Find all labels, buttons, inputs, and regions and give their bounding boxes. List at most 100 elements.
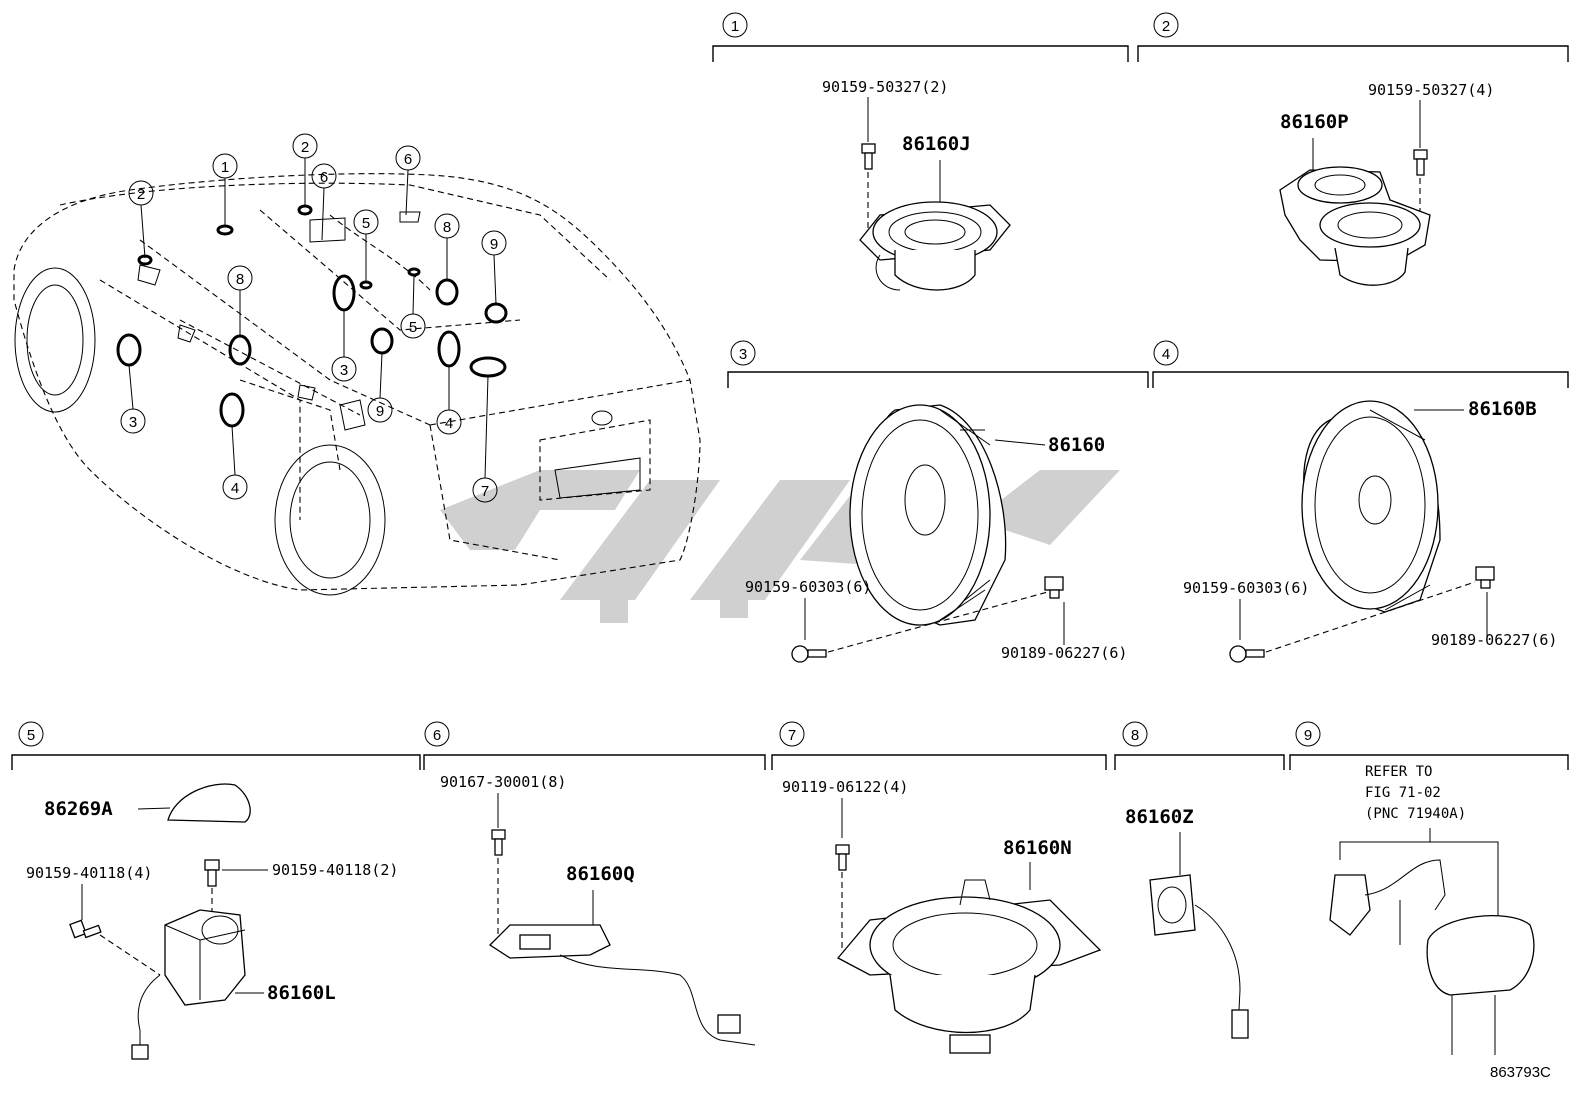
- svg-text:8: 8: [443, 219, 451, 236]
- part-number-screw-a: 90159-40118(4): [26, 864, 152, 882]
- section-2: 2 90159-50327(4) 86160P: [1137, 12, 1569, 286]
- svg-text:7: 7: [481, 483, 489, 500]
- part-number-speaker: 86160Q: [566, 863, 635, 885]
- watermark-logo: [440, 470, 1120, 623]
- screw-icon: [1229, 645, 1265, 663]
- svg-text:2: 2: [137, 186, 145, 203]
- part-number-screw: 90159-60303(6): [745, 578, 871, 596]
- section-number-badge: [722, 12, 748, 38]
- svg-text:5: 5: [27, 727, 35, 744]
- part-number-screw: 90159-50327(4): [1368, 81, 1494, 99]
- speaker-86160n-drawing: [836, 879, 1102, 1054]
- part-number-screw: 90159-50327(2): [822, 78, 948, 96]
- svg-text:1: 1: [731, 18, 739, 35]
- car-callout: 8: [434, 213, 460, 239]
- car-callout: 2: [292, 133, 318, 159]
- screw-icon: [204, 859, 220, 887]
- svg-text:4: 4: [1162, 346, 1170, 363]
- car-callout: 2: [128, 180, 154, 206]
- car-callout: 3: [120, 408, 146, 434]
- screw-icon: [1413, 149, 1428, 176]
- section-number-badge: [1122, 721, 1148, 747]
- car-callout: 5: [400, 313, 426, 339]
- part-number-screw: 90159-60303(6): [1183, 579, 1309, 597]
- speaker-86160z-drawing: [1149, 874, 1249, 1039]
- part-number-nut: 90189-06227(6): [1431, 631, 1557, 649]
- svg-text:7: 7: [788, 727, 796, 744]
- svg-text:6: 6: [433, 727, 441, 744]
- screw-icon: [491, 829, 506, 856]
- section-number-badge: [18, 721, 44, 747]
- section-bracket: [1289, 754, 1569, 770]
- diagram-code: 863793C: [1490, 1064, 1551, 1081]
- svg-text:3: 3: [340, 362, 348, 379]
- svg-text:4: 4: [231, 480, 239, 497]
- car-overview: 2 1 2 6 6 5 8 9 8 5 3 3 9 4 4 7: [13, 133, 701, 596]
- part-number-speaker: 86160Z: [1125, 806, 1194, 828]
- car-callout: 8: [227, 265, 253, 291]
- speaker-86160q-drawing: [488, 924, 756, 1046]
- headrest-speaker-drawing: [1329, 859, 1535, 1055]
- section-3: 3 86160 90159-60303(6) 90189-06227(6): [727, 340, 1149, 663]
- part-number-speaker: 86160N: [1003, 837, 1072, 859]
- section-bracket: [712, 45, 1129, 62]
- svg-text:9: 9: [490, 236, 498, 253]
- speaker-86160-drawing: [849, 404, 1007, 626]
- speaker-86160p-drawing: [1279, 166, 1431, 286]
- speaker-86160j-drawing: [859, 201, 1011, 291]
- section-number-badge: [1153, 12, 1179, 38]
- section-bracket: [1152, 371, 1569, 388]
- section-number-badge: [730, 340, 756, 366]
- section-number-badge: [1295, 721, 1321, 747]
- screw-icon: [791, 645, 827, 663]
- refer-note-line-1: REFER TO: [1365, 764, 1432, 780]
- car-callout: 9: [367, 397, 393, 423]
- svg-text:1: 1: [221, 159, 229, 176]
- car-callout: 7: [472, 477, 498, 503]
- section-number-badge: [779, 721, 805, 747]
- section-5: 5 86269A 90159-40118(4) 90159-40118(2) 8…: [11, 721, 421, 1060]
- section-number-badge: [424, 721, 450, 747]
- svg-text:8: 8: [1131, 727, 1139, 744]
- section-bracket: [727, 371, 1149, 388]
- section-9: 9 REFER TO FIG 71-02 (PNC 71940A): [1289, 721, 1569, 1055]
- svg-text:9: 9: [1304, 727, 1312, 744]
- screw-icon: [861, 143, 876, 170]
- section-4: 4 86160B 90159-60303(6) 90189-06227(6): [1152, 340, 1569, 663]
- svg-text:6: 6: [320, 169, 328, 186]
- section-bracket: [771, 754, 1107, 770]
- svg-text:3: 3: [739, 346, 747, 363]
- section-8: 8 86160Z: [1114, 721, 1285, 1039]
- part-number-screw: 90167-30001(8): [440, 773, 566, 791]
- section-7: 7 90119-06122(4) 86160N: [771, 721, 1107, 1054]
- svg-text:5: 5: [362, 215, 370, 232]
- part-number-screw-b: 90159-40118(2): [272, 861, 398, 879]
- svg-text:5: 5: [409, 319, 417, 336]
- svg-text:3: 3: [129, 414, 137, 431]
- car-callout: 4: [222, 474, 248, 500]
- refer-note-line-3: (PNC 71940A): [1365, 806, 1466, 822]
- nut-icon: [1044, 576, 1064, 599]
- part-number-speaker: 86160P: [1280, 111, 1349, 133]
- part-number-screw: 90119-06122(4): [782, 778, 908, 796]
- screw-icon: [69, 919, 102, 939]
- part-number-speaker: 86160: [1048, 434, 1105, 456]
- svg-text:4: 4: [445, 415, 453, 432]
- svg-text:6: 6: [404, 151, 412, 168]
- section-bracket: [1137, 45, 1569, 62]
- section-bracket: [1114, 754, 1285, 770]
- speaker-86160b-drawing: [1301, 400, 1441, 613]
- section-6: 6 90167-30001(8) 86160Q: [423, 721, 766, 1046]
- svg-text:8: 8: [236, 271, 244, 288]
- car-callout: 6: [311, 163, 337, 189]
- part-number-speaker: 86160B: [1468, 398, 1537, 420]
- svg-text:9: 9: [376, 403, 384, 420]
- screw-icon: [835, 844, 850, 871]
- section-number-badge: [1153, 340, 1179, 366]
- car-callout: 5: [353, 209, 379, 235]
- part-number-nut: 90189-06227(6): [1001, 644, 1127, 662]
- speaker-cover-drawing: [167, 783, 251, 823]
- car-callout: 1: [212, 153, 238, 179]
- section-bracket: [11, 754, 421, 770]
